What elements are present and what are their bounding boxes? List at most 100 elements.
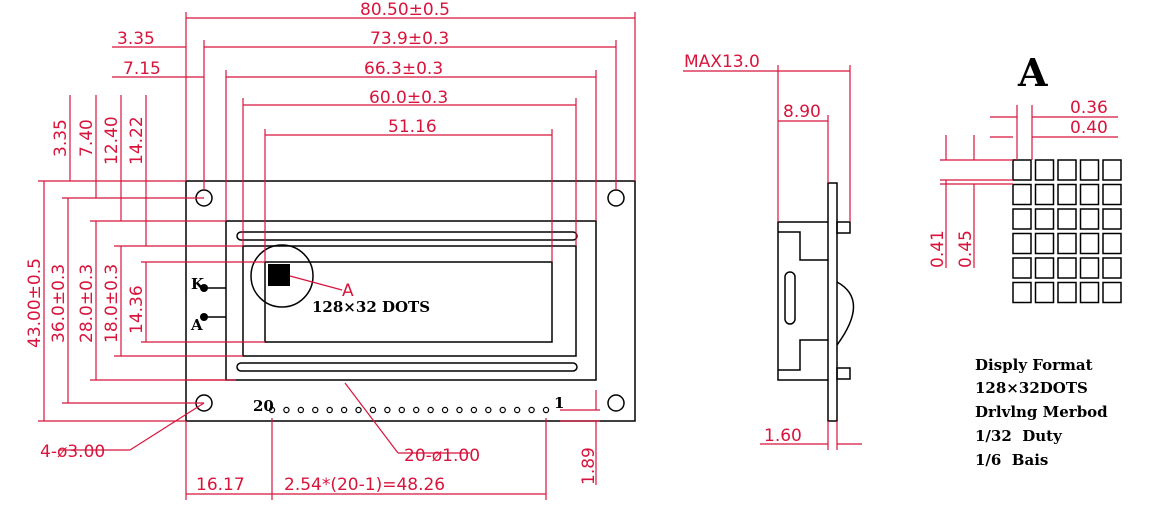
dim-max: MAX13.0: [684, 52, 760, 72]
dot-cell: [1102, 257, 1122, 279]
pin-hole: [369, 406, 377, 414]
dot-cell: [1034, 232, 1055, 255]
pin-hole: [542, 406, 550, 414]
pcb-outline: [185, 180, 636, 422]
dim-hole-pitch-v: 36.0±0.3: [49, 264, 69, 343]
pin-hole: [384, 406, 391, 414]
dot-cell: [1102, 208, 1122, 230]
side-slot: [784, 271, 796, 325]
dot-cell: [1057, 208, 1077, 230]
dot-cell: [1079, 183, 1100, 206]
pin-hole: [355, 406, 362, 414]
dim-040: 0.40: [1070, 118, 1108, 138]
first-dot-block: [268, 264, 290, 286]
dots-label: 128×32 DOTS: [312, 298, 430, 316]
pin-hole: [441, 406, 449, 414]
dot-cell: [1057, 281, 1077, 304]
dim-v-1240: 12.40: [102, 116, 122, 165]
spec-line-2: 128×32DOTS: [975, 379, 1088, 397]
pin-20-label: 20: [253, 397, 274, 415]
dot-cell: [1012, 257, 1032, 279]
dot-cell: [1034, 257, 1055, 279]
detail-title: A: [1017, 50, 1048, 95]
viewing-area: [242, 245, 577, 357]
pin-hole: [499, 406, 506, 414]
spec-line-1: Disply Format: [975, 356, 1093, 374]
pin-k-dot: [200, 284, 208, 292]
spec-line-3: Drlvlng Merbod: [975, 403, 1108, 421]
dim-pin-y: 1.89: [579, 447, 599, 485]
dot-cell: [1057, 257, 1077, 279]
pins-note: 20-ø1.00: [404, 446, 480, 466]
front-view: K A 128×32 DOTS 20 1: [185, 180, 636, 422]
bezel-outline: [225, 220, 597, 381]
dim-v-335: 3.35: [51, 119, 71, 157]
spec-line-4: 1/32 Duty: [975, 427, 1063, 445]
dim-hole-x: 3.35: [117, 29, 155, 49]
front-dimensions: 80.50±0.5 73.9±0.3 66.3±0.3 60.0±0.3 51.…: [25, 0, 636, 500]
side-cob: [836, 281, 855, 346]
pin-hole: [268, 406, 276, 414]
dim-v-740: 7.40: [77, 119, 97, 157]
detail-a-marker: A: [342, 281, 354, 301]
pin-hole: [528, 406, 535, 414]
dot-cell: [1057, 159, 1077, 181]
dim-view-x: 7.15: [123, 59, 161, 79]
dim-active-h: 18.0±0.3: [102, 264, 122, 343]
side-view: MAX13.0 8.90 1.60: [683, 52, 862, 450]
holes-note: 4-ø3.00: [40, 442, 105, 462]
pin-hole: [485, 406, 492, 414]
dot-cell: [1102, 232, 1122, 255]
pin-hole: [340, 406, 348, 414]
pin-hole: [513, 406, 521, 414]
dot-cell: [1057, 232, 1077, 255]
dim-pin-pitch: 2.54*(20-1)=48.26: [284, 475, 445, 495]
dot-cell: [1102, 159, 1122, 181]
pin-hole: [456, 406, 463, 414]
dot-grid: [1012, 159, 1122, 304]
spec-notes: Disply Format 128×32DOTS Drlvlng Merbod …: [975, 356, 1108, 469]
pin-hole: [470, 406, 478, 414]
dot-cell: [1012, 232, 1032, 255]
dim-height: 43.00±0.5: [25, 258, 45, 348]
dim-160: 1.60: [764, 426, 802, 446]
pin-k-label: K: [191, 275, 205, 293]
dot-cell: [1057, 183, 1077, 206]
dim-view-h: 28.0±0.3: [77, 264, 97, 343]
pin-hole: [398, 406, 405, 414]
dim-dots-h: 14.36: [127, 285, 147, 334]
pin-hole: [326, 406, 333, 414]
pin-1-label: 1: [554, 394, 564, 412]
dot-cell: [1012, 183, 1032, 206]
pin-a-label: A: [190, 316, 203, 334]
mount-hole-br: [607, 394, 625, 412]
bezel-slot-top: [236, 231, 578, 241]
side-tab-bottom: [836, 367, 851, 380]
pin-a-dot: [200, 313, 208, 321]
dot-cell: [1079, 232, 1100, 255]
side-bezel: [777, 221, 828, 381]
side-tab-top: [836, 221, 851, 234]
dim-041: 0.41: [928, 230, 948, 268]
dim-pin-offset: 16.17: [196, 475, 245, 495]
dim-v-1422: 14.22: [127, 116, 147, 165]
dot-cell: [1079, 208, 1100, 230]
pin-hole: [297, 406, 305, 414]
dot-cell: [1034, 183, 1055, 206]
dot-cell: [1034, 159, 1055, 181]
side-pcb: [827, 182, 838, 422]
dim-dots-width: 51.16: [388, 117, 437, 137]
dim-036: 0.36: [1070, 98, 1108, 118]
dot-cell: [1012, 208, 1032, 230]
pin-row: [268, 406, 550, 414]
dot-cell: [1034, 208, 1055, 230]
dot-cell: [1079, 257, 1100, 279]
mount-hole-tr: [607, 189, 625, 207]
dim-045: 0.45: [956, 230, 976, 268]
detail-a-circle: [250, 244, 314, 308]
side-step-bottom: [778, 339, 828, 371]
dim-hole-pitch: 73.9±0.3: [370, 29, 449, 49]
dot-cell: [1102, 183, 1122, 206]
dot-cell: [1034, 281, 1055, 304]
pin-hole: [413, 406, 420, 414]
